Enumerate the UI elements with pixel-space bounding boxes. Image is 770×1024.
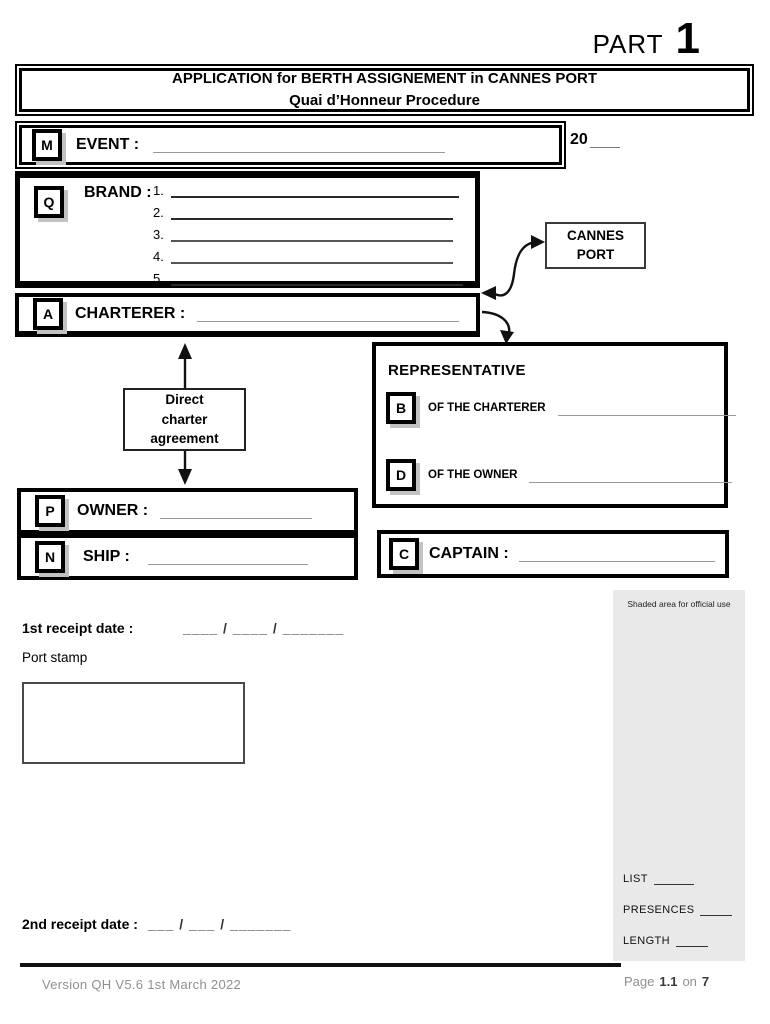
form-title-line2: Quai d’Honneur Procedure <box>289 92 480 109</box>
representative-row-owner: D OF THE OWNER <box>386 459 733 491</box>
second-receipt-date-field[interactable]: ___ / ___ / _______ <box>148 916 292 932</box>
page-word: Page <box>624 974 655 989</box>
year-prefix: 20 <box>570 131 588 148</box>
brand-box: Q BRAND : 1. 2. 3. 4. 5. <box>15 171 480 288</box>
badge-a: A <box>33 298 63 330</box>
footer-rule <box>20 963 621 967</box>
brand-row-1: 1. <box>153 182 459 198</box>
badge-n: N <box>35 541 65 573</box>
badge-q: Q <box>34 186 64 218</box>
official-field-length: LENGTH <box>623 934 709 947</box>
badge-m: M <box>32 129 62 161</box>
captain-label: CAPTAIN : <box>429 545 509 562</box>
official-use-area: Shaded area for official use LIST PRESEN… <box>613 590 745 961</box>
arrow-to-cannes-port <box>492 240 539 297</box>
brand-row-2: 2. <box>153 204 453 220</box>
direct-charter-box: Direct charter agreement <box>123 388 246 451</box>
rep-owner-field-line[interactable] <box>529 468 733 483</box>
rep-owner-label: OF THE OWNER <box>428 469 518 481</box>
arrowhead-left-icon <box>481 286 496 300</box>
cannes-port-line2: PORT <box>576 246 615 262</box>
brand-field-line-5[interactable] <box>171 270 463 286</box>
ship-box: N SHIP : <box>17 534 358 580</box>
event-box: M EVENT : <box>15 121 566 169</box>
second-receipt-label: 2nd receipt date : <box>22 916 138 932</box>
official-field-list: LIST <box>623 872 694 885</box>
first-receipt-date-field[interactable]: ____ / ____ / _______ <box>183 620 345 636</box>
presences-field-line[interactable] <box>700 903 733 916</box>
representative-title: REPRESENTATIVE <box>388 362 526 379</box>
owner-field-line[interactable] <box>160 504 313 519</box>
part-heading: PART 1 <box>530 14 700 64</box>
rep-charterer-label: OF THE CHARTERER <box>428 402 546 414</box>
badge-c: C <box>389 538 419 570</box>
event-label: EVENT : <box>76 136 140 153</box>
arrowhead-right-icon <box>531 235 545 249</box>
arrowhead-up-icon <box>178 343 192 359</box>
port-stamp-label: Port stamp <box>22 650 88 665</box>
brand-row-3: 3. <box>153 226 453 242</box>
brand-item-number: 4. <box>153 249 164 264</box>
brand-item-number: 1. <box>153 183 164 198</box>
brand-item-number: 2. <box>153 205 164 220</box>
brand-field-line-4[interactable] <box>171 248 453 264</box>
badge-b: B <box>386 392 416 424</box>
brand-row-4: 4. <box>153 248 453 264</box>
brand-field-line-2[interactable] <box>171 204 453 220</box>
part-number: 1 <box>675 14 700 63</box>
cannes-port-line1: CANNES <box>566 228 624 244</box>
charterer-label: CHARTERER : <box>75 305 186 322</box>
footer-version: Version QH V5.6 1st March 2022 <box>42 977 242 992</box>
representative-box: REPRESENTATIVE B OF THE CHARTERER D OF T… <box>372 342 736 508</box>
official-use-note: Shaded area for official use <box>627 599 731 609</box>
badge-d: D <box>386 459 416 491</box>
form-title-line1: APPLICATION for BERTH ASSIGNEMENT in CAN… <box>171 70 597 88</box>
direct-charter-line3: agreement <box>150 431 219 447</box>
owner-label: OWNER : <box>77 502 149 519</box>
list-field-line[interactable] <box>653 872 694 885</box>
brand-item-number: 3. <box>153 227 164 242</box>
captain-box: C CAPTAIN : <box>377 530 729 578</box>
event-year: 20 <box>570 131 620 149</box>
direct-charter-line1: Direct <box>165 392 204 408</box>
brand-field-line-1[interactable] <box>171 182 459 198</box>
direct-charter-line2: charter <box>161 411 208 427</box>
length-label: LENGTH <box>623 935 671 947</box>
brand-row-5: 5. <box>153 270 463 286</box>
representative-row-charterer: B OF THE CHARTERER <box>386 392 736 424</box>
length-field-line[interactable] <box>676 934 709 947</box>
presences-label: PRESENCES <box>623 904 695 916</box>
cannes-port-box: CANNES PORT <box>545 222 646 269</box>
badge-p: P <box>35 495 65 527</box>
ship-field-line[interactable] <box>147 550 308 565</box>
arrowhead-down-icon <box>500 330 514 344</box>
footer-page: Page 1.1 on 7 <box>624 974 709 989</box>
charterer-field-line[interactable] <box>197 307 460 322</box>
total-pages: 7 <box>701 974 710 989</box>
part-word: PART <box>592 29 664 59</box>
brand-label: BRAND : <box>84 184 152 201</box>
owner-box: P OWNER : <box>17 488 358 534</box>
captain-field-line[interactable] <box>518 547 715 562</box>
on-word: on <box>682 974 697 989</box>
ship-label: SHIP : <box>83 548 130 565</box>
rep-charterer-field-line[interactable] <box>557 401 736 416</box>
event-field-line[interactable] <box>153 138 446 153</box>
official-field-presences: PRESENCES <box>623 903 733 916</box>
title-box: APPLICATION for BERTH ASSIGNEMENT in CAN… <box>15 64 754 116</box>
arrowhead-down2-icon <box>178 469 192 485</box>
charterer-box: A CHARTERER : <box>15 293 480 337</box>
year-field-line[interactable] <box>589 133 620 148</box>
arrow-to-representative <box>481 310 511 335</box>
first-receipt-label: 1st receipt date : <box>22 620 134 636</box>
list-label: LIST <box>623 873 648 885</box>
port-stamp-box[interactable] <box>22 682 245 764</box>
brand-item-number: 5. <box>153 271 164 286</box>
page-number: 1.1 <box>659 974 678 989</box>
brand-field-line-3[interactable] <box>171 226 453 242</box>
